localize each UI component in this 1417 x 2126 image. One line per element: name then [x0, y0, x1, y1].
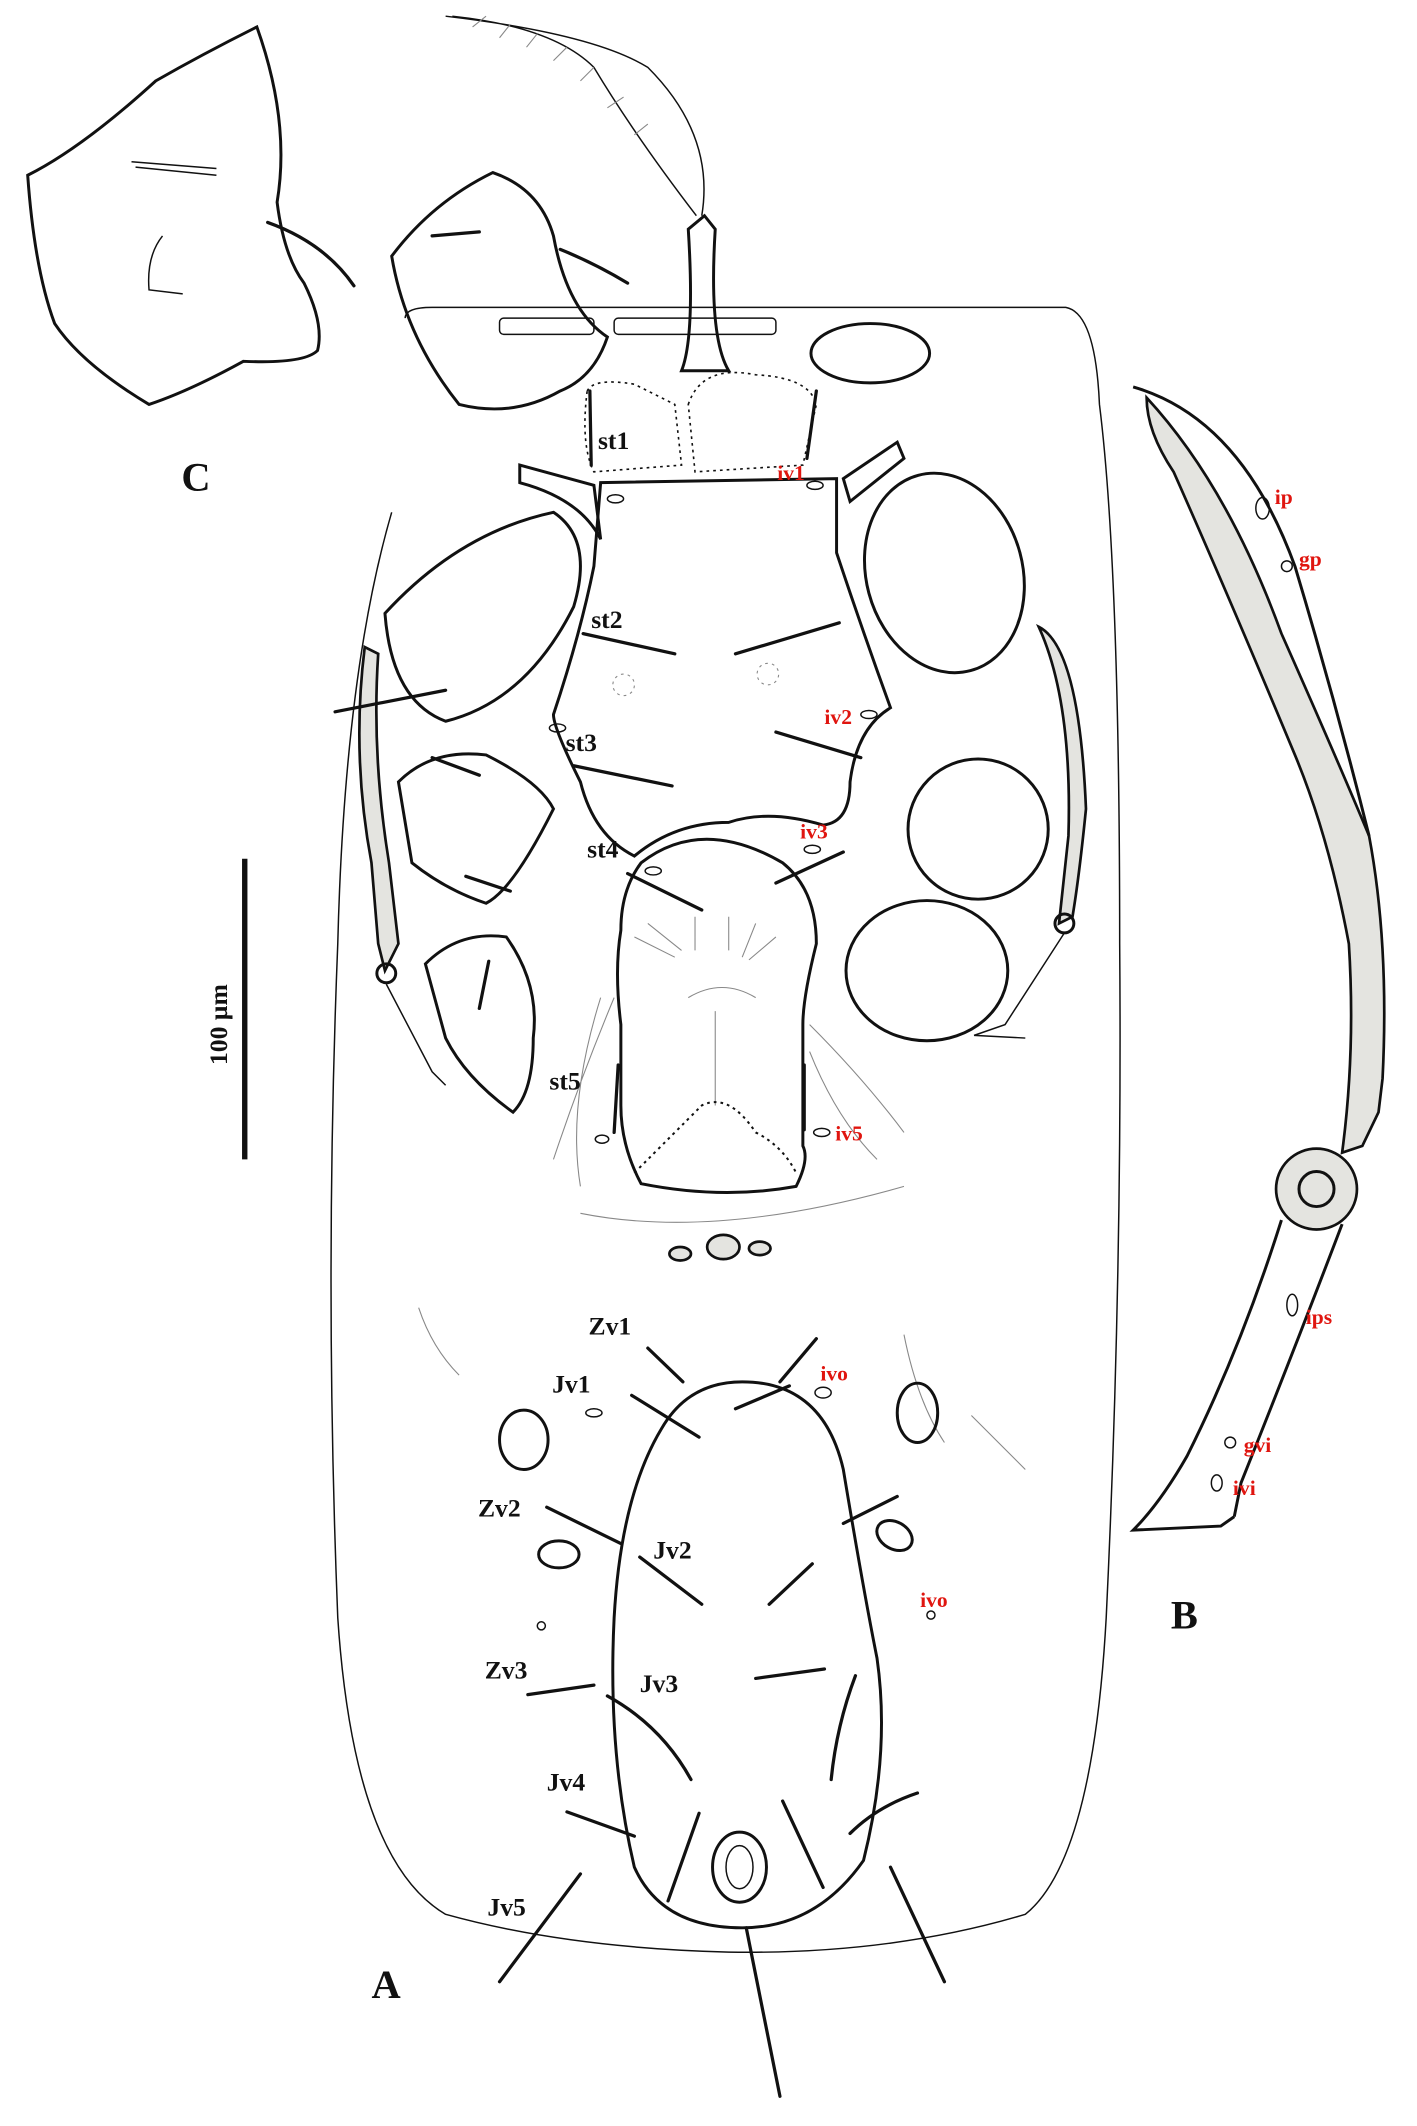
setae	[333, 389, 947, 2098]
metapodal-plate-right	[747, 1240, 772, 1257]
presternal-shield-right	[687, 371, 818, 473]
coxa-ii-right	[863, 471, 1026, 675]
label-jv1: Jv1	[552, 1370, 590, 1399]
label-ivo-1: ivo	[820, 1361, 848, 1385]
panel-label-c: C	[181, 455, 210, 500]
label-iv5: iv5	[835, 1122, 863, 1146]
endopodal-plate-right	[841, 439, 906, 505]
tritosternum	[445, 15, 732, 373]
label-st4: st4	[587, 834, 618, 863]
genital-shield-striae	[634, 916, 777, 1106]
exopodal-left	[385, 983, 447, 1086]
coxa-iv-right	[844, 899, 1010, 1043]
anal-opening	[711, 1830, 768, 1904]
platelet-right-1	[895, 1381, 940, 1444]
label-st2: st2	[591, 605, 622, 634]
genital-shield	[616, 837, 818, 1194]
label-gvi: gvi	[1244, 1433, 1272, 1457]
panel-b-peritreme	[1129, 385, 1386, 1532]
panel-label-b: B	[1171, 1593, 1198, 1638]
genital-punctate-area	[633, 1101, 798, 1174]
pores	[536, 480, 936, 1631]
label-zv1: Zv1	[589, 1312, 632, 1341]
scale-bar-label: 100 µm	[204, 984, 233, 1065]
cuticle-striae	[418, 997, 1026, 1470]
label-jv5: Jv5	[487, 1893, 525, 1922]
label-ips: ips	[1306, 1305, 1332, 1329]
presternal-plate	[613, 317, 777, 336]
coxa-iv-left	[423, 934, 536, 1115]
label-zv3: Zv3	[485, 1655, 528, 1684]
panel-c-chelicera-fragments	[26, 24, 630, 411]
label-gp: gp	[1299, 547, 1322, 571]
label-ivi: ivi	[1233, 1476, 1256, 1500]
anal-valve	[725, 1844, 754, 1890]
presternal-shield-left	[584, 381, 683, 473]
exopodal-right	[973, 932, 1066, 1039]
label-iv2: iv2	[824, 705, 852, 729]
st-pore-right	[756, 662, 780, 686]
platelet-left-2	[537, 1539, 581, 1570]
peritreme-right	[1035, 623, 1088, 926]
coxa-iii-right	[906, 757, 1050, 901]
label-iv1: iv1	[777, 461, 805, 485]
coxa-ii-left	[383, 510, 582, 723]
coxa-iii-left	[396, 752, 556, 905]
metapodal-plate-left	[668, 1245, 693, 1262]
metapodal-plate-center	[705, 1233, 741, 1261]
label-jv4: Jv4	[547, 1767, 586, 1796]
platelet-right-2	[875, 1519, 914, 1553]
label-ip: ip	[1275, 485, 1293, 509]
label-ivo-2: ivo	[920, 1588, 948, 1612]
endopodal-plate-left	[518, 463, 603, 540]
label-jv3: Jv3	[640, 1669, 678, 1698]
label-st3: st3	[566, 728, 597, 757]
tritosternum-plate	[498, 317, 595, 336]
label-iv3: iv3	[800, 820, 828, 844]
st-pore-left	[612, 673, 635, 697]
label-jv2: Jv2	[653, 1535, 691, 1564]
ventrianal-shield	[611, 1380, 883, 1930]
panel-label-a: A	[371, 1962, 400, 2007]
label-st5: st5	[549, 1066, 580, 1095]
peritreme-left	[357, 645, 400, 975]
label-zv2: Zv2	[478, 1494, 521, 1523]
idiosoma-outline	[330, 306, 1121, 1953]
coxa-i-right	[809, 322, 932, 385]
label-st1: st1	[598, 426, 629, 455]
stigma-left	[375, 962, 398, 985]
platelet-left-1	[498, 1408, 550, 1471]
sternal-shield	[551, 477, 893, 858]
